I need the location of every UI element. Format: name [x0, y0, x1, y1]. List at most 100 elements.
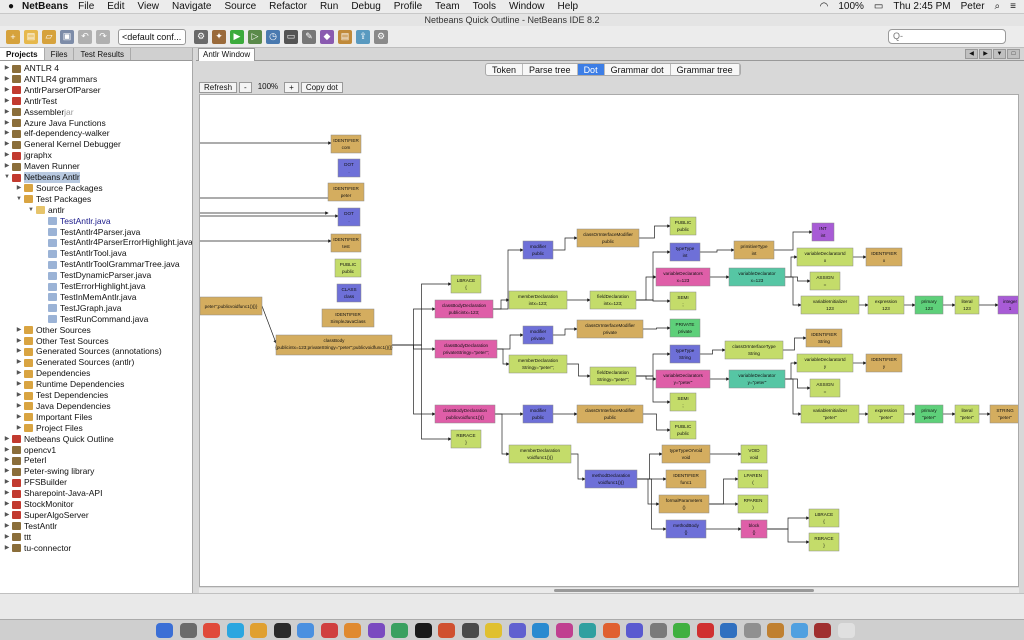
expand-toggle-icon[interactable]: ▶: [4, 65, 10, 71]
graph-node[interactable]: LPAREN(: [737, 469, 769, 489]
tree-item[interactable]: TestRunCommand.java: [39, 314, 148, 325]
dock-app-icon[interactable]: [790, 623, 808, 638]
tree-item[interactable]: ▶Test Dependencies: [15, 390, 109, 401]
tree-item[interactable]: TestInMemAntlr.java: [39, 292, 137, 303]
tree-item[interactable]: ▶SuperAlgoServer: [3, 510, 89, 521]
expand-toggle-icon[interactable]: ▶: [4, 490, 10, 497]
graph-node[interactable]: formalParameters(): [658, 494, 710, 514]
expand-toggle-icon[interactable]: ▶: [4, 468, 10, 475]
expand-toggle-icon[interactable]: ▼: [4, 174, 10, 180]
expand-toggle-icon[interactable]: ▶: [4, 108, 10, 115]
expand-toggle-icon[interactable]: ▶: [4, 533, 10, 540]
dock-app-icon[interactable]: [743, 623, 761, 638]
dock-app-icon[interactable]: [485, 623, 502, 638]
expand-toggle-icon[interactable]: ▶: [4, 97, 10, 104]
wifi-icon[interactable]: ◠: [819, 1, 829, 12]
dock-app-icon[interactable]: [649, 623, 667, 638]
dock-app-icon[interactable]: [414, 623, 432, 638]
redo-icon[interactable]: ↷: [96, 29, 110, 44]
tree-item[interactable]: ▶Source Packages: [15, 183, 103, 194]
tree-item[interactable]: TestAntlr4ParserErrorHighlight.java: [39, 237, 192, 248]
undo-icon[interactable]: ↶: [78, 29, 92, 44]
battery-icon[interactable]: ▭: [873, 1, 884, 12]
zoom-in-button[interactable]: +: [284, 82, 299, 93]
tree-item[interactable]: ▶ANTLR4 grammars: [3, 74, 98, 85]
expand-toggle-icon[interactable]: ▶: [4, 75, 10, 82]
open-project-icon[interactable]: ▱: [42, 29, 56, 44]
graph-node[interactable]: DOT.: [337, 158, 361, 178]
tree-item[interactable]: TestJGraph.java: [39, 303, 121, 314]
tree-item[interactable]: ▶jgraphx: [3, 150, 52, 161]
tree-item[interactable]: ▶Other Sources: [15, 325, 91, 336]
clean-build-icon[interactable]: ✦: [212, 29, 226, 44]
graph-node[interactable]: methodBody{}: [665, 519, 707, 539]
debug-icon[interactable]: ▷: [248, 29, 262, 44]
tree-item[interactable]: TestAntlr.java: [39, 216, 111, 227]
expand-toggle-icon[interactable]: ▶: [4, 522, 10, 529]
tree-item[interactable]: ▶Sharepoint-Java-API: [3, 488, 103, 499]
gear-icon[interactable]: ⚙: [374, 29, 388, 44]
menu-profile[interactable]: Profile: [393, 1, 423, 12]
plugin-icon[interactable]: ◆: [320, 29, 334, 44]
tree-item[interactable]: ▶elf-dependency-walker: [3, 128, 110, 139]
expand-toggle-icon[interactable]: ▶: [4, 86, 10, 93]
save-all-icon[interactable]: ▣: [60, 29, 74, 44]
tree-item[interactable]: ▶Generated Sources (antlr): [15, 357, 135, 368]
graph-node[interactable]: LBRACE{: [808, 508, 840, 528]
menu-window[interactable]: Window: [508, 1, 545, 12]
tree-item[interactable]: ▶Netbeans Quick Outline: [3, 434, 114, 445]
dock-app-icon[interactable]: [438, 623, 455, 638]
graph-node[interactable]: ASSIGN=: [809, 271, 841, 291]
expand-toggle-icon[interactable]: ▶: [4, 544, 10, 551]
tab-antlr-window[interactable]: Antlr Window: [198, 48, 256, 61]
dock-app-icon[interactable]: [532, 623, 549, 638]
tree-item[interactable]: TestAntlrToolGrammarTree.java: [39, 259, 180, 270]
tree-item[interactable]: ▶tu-connector: [3, 543, 72, 554]
profile-icon[interactable]: ◷: [266, 29, 280, 44]
tree-item[interactable]: TestAntlr4Parser.java: [39, 227, 140, 238]
graph-node[interactable]: SEMI;: [669, 392, 697, 412]
tab-next-icon[interactable]: ▶: [979, 49, 992, 59]
tree-item[interactable]: ▼antlr: [27, 205, 65, 216]
graph-node[interactable]: RBRACE}: [808, 532, 840, 552]
window-icon[interactable]: ▤: [338, 29, 352, 44]
tab-list-icon[interactable]: ▼: [993, 49, 1006, 59]
tab-prev-icon[interactable]: ◀: [965, 49, 978, 59]
graph-node[interactable]: classBodyDeclarationprivateStringy="pete…: [434, 339, 498, 359]
dock-app-icon[interactable]: [767, 623, 784, 638]
expand-toggle-icon[interactable]: ▶: [16, 359, 22, 366]
tree-item[interactable]: ▶StockMonitor: [3, 499, 74, 510]
tree-item[interactable]: ▶Generated Sources (annotations): [15, 346, 162, 357]
dock-app-icon[interactable]: [696, 623, 714, 638]
menu-debug[interactable]: Debug: [351, 1, 381, 12]
app-menu-name[interactable]: NetBeans: [22, 1, 69, 12]
spotlight-icon[interactable]: ⌕: [994, 1, 1001, 12]
view-tab-parse-tree[interactable]: Parse tree: [523, 64, 578, 75]
tree-item[interactable]: ▶Runtime Dependencies: [15, 379, 125, 390]
maximize-icon[interactable]: □: [1007, 49, 1020, 59]
menu-edit[interactable]: Edit: [107, 1, 125, 12]
dock-app-icon[interactable]: [367, 623, 385, 638]
expand-toggle-icon[interactable]: ▶: [4, 435, 10, 442]
menu-tools[interactable]: Tools: [472, 1, 496, 12]
clock[interactable]: Thu 2:45 PM: [893, 1, 951, 12]
